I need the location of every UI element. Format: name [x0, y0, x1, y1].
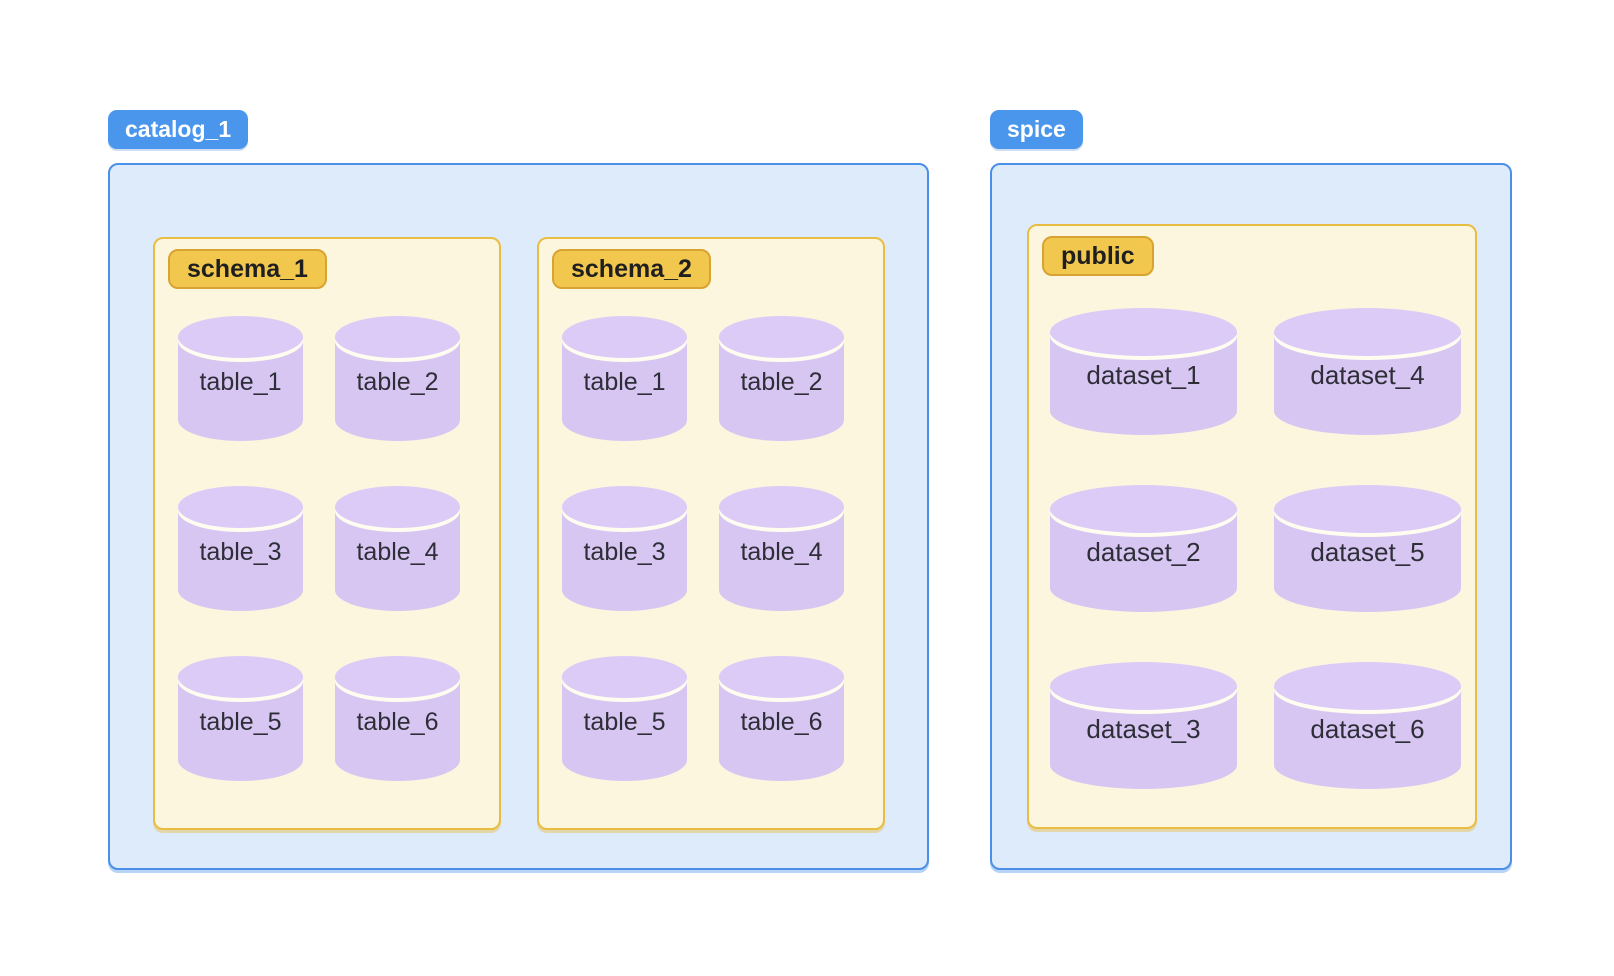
cylinder-cap-icon — [1050, 485, 1237, 533]
cylinder-cap-icon — [562, 316, 687, 358]
table-label: table_2 — [740, 368, 823, 396]
table-cylinder: table_5 — [178, 656, 303, 781]
cylinder-cap-icon — [335, 486, 460, 528]
cylinder-cap-icon — [1050, 662, 1237, 710]
dataset-cylinder: dataset_1 — [1050, 308, 1237, 435]
table-cylinder: table_4 — [719, 486, 844, 611]
cylinder-cap-icon — [1050, 308, 1237, 356]
cylinder-cap-icon — [335, 656, 460, 698]
cylinder-cap-icon — [719, 656, 844, 698]
dataset-cylinder: dataset_2 — [1050, 485, 1237, 612]
dataset-cylinder: dataset_6 — [1274, 662, 1461, 789]
table-cylinder: table_3 — [562, 486, 687, 611]
cylinder-cap-icon — [178, 656, 303, 698]
schema-badge: public — [1042, 236, 1154, 276]
cylinder-cap-icon — [719, 486, 844, 528]
table-label: table_6 — [356, 708, 439, 736]
cylinder-cap-icon — [335, 316, 460, 358]
table-grid: table_1 table_2 table_3 — [562, 316, 883, 781]
dataset-grid: dataset_1 dataset_2 dataset_3 — [1050, 308, 1475, 789]
dataset-label: dataset_2 — [1086, 537, 1201, 567]
cylinder-cap-icon — [1274, 308, 1461, 356]
dataset-label: dataset_4 — [1310, 360, 1425, 390]
table-cylinder: table_6 — [719, 656, 844, 781]
table-label: table_1 — [583, 368, 666, 396]
dataset-cylinder: dataset_4 — [1274, 308, 1461, 435]
table-label: table_6 — [740, 708, 823, 736]
cylinder-cap-icon — [562, 656, 687, 698]
table-label: table_4 — [740, 538, 823, 566]
table-label: table_3 — [199, 538, 282, 566]
catalog-group-catalog-1: catalog_1 schema_1 table_1 — [108, 110, 929, 870]
table-cylinder: table_3 — [178, 486, 303, 611]
dataset-label: dataset_5 — [1310, 537, 1425, 567]
schema-box-schema-2: schema_2 table_1 table_2 — [537, 237, 885, 830]
schema-box-public: public dataset_1 dataset_2 — [1027, 224, 1477, 829]
table-cylinder: table_1 — [178, 316, 303, 441]
table-label: table_5 — [583, 708, 666, 736]
cylinder-cap-icon — [178, 316, 303, 358]
cylinder-cap-icon — [719, 316, 844, 358]
table-cylinder: table_2 — [719, 316, 844, 441]
table-label: table_1 — [199, 368, 282, 396]
table-cylinder: table_6 — [335, 656, 460, 781]
table-label: table_3 — [583, 538, 666, 566]
catalog-box: schema_1 table_1 table_2 — [108, 163, 929, 870]
catalog-badge: spice — [990, 110, 1083, 149]
cylinder-cap-icon — [562, 486, 687, 528]
table-label: table_5 — [199, 708, 282, 736]
dataset-cylinder: dataset_5 — [1274, 485, 1461, 612]
schema-box-schema-1: schema_1 table_1 table_2 — [153, 237, 501, 830]
catalog-box: public dataset_1 dataset_2 — [990, 163, 1512, 870]
cylinder-cap-icon — [178, 486, 303, 528]
dataset-cylinder: dataset_3 — [1050, 662, 1237, 789]
dataset-label: dataset_6 — [1310, 714, 1425, 744]
table-grid: table_1 table_2 table_3 — [178, 316, 499, 781]
schema-badge: schema_1 — [168, 249, 327, 289]
table-cylinder: table_2 — [335, 316, 460, 441]
cylinder-cap-icon — [1274, 485, 1461, 533]
table-cylinder: table_4 — [335, 486, 460, 611]
table-label: table_4 — [356, 538, 439, 566]
dataset-label: dataset_1 — [1086, 360, 1201, 390]
dataset-label: dataset_3 — [1086, 714, 1201, 744]
catalog-group-spice: spice public dataset_1 — [990, 110, 1512, 870]
catalog-badge: catalog_1 — [108, 110, 249, 149]
table-cylinder: table_5 — [562, 656, 687, 781]
table-cylinder: table_1 — [562, 316, 687, 441]
cylinder-cap-icon — [1274, 662, 1461, 710]
table-label: table_2 — [356, 368, 439, 396]
schema-badge: schema_2 — [552, 249, 711, 289]
